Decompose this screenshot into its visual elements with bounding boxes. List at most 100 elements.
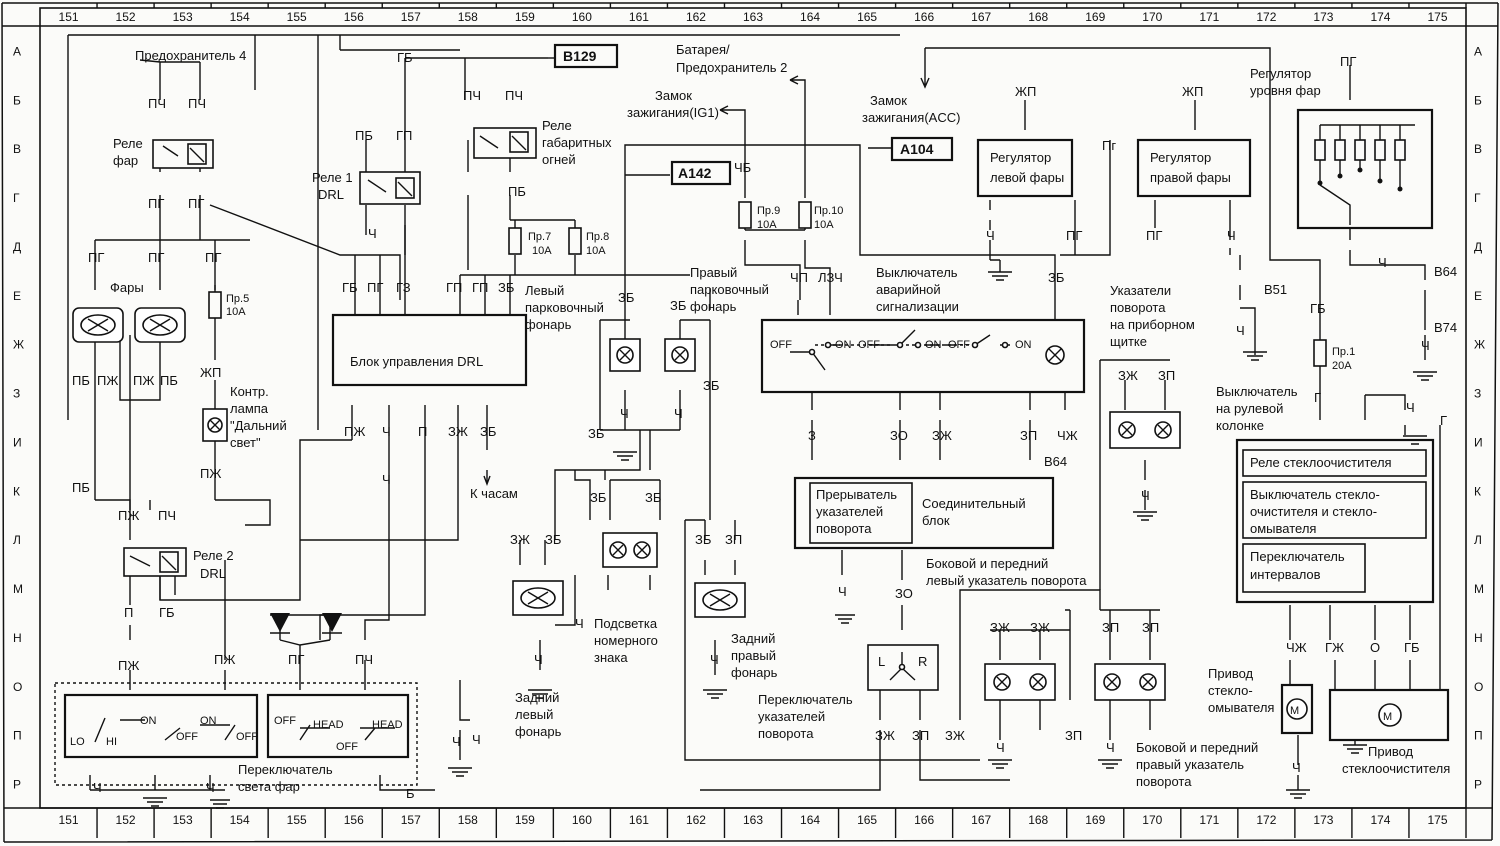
battery-label-2: Предохранитель 2: [676, 60, 787, 75]
wire-label: ЗБ: [588, 426, 604, 441]
left-reg-label-1: Регулятор: [990, 150, 1051, 165]
col-num-bottom: 168: [1028, 813, 1048, 827]
wire-label: Ч: [1236, 323, 1245, 338]
col-num-bottom: 163: [743, 813, 763, 827]
row-letter-right: Д: [1474, 240, 1482, 254]
left-headlamp-regulator: [976, 138, 1074, 198]
ground-symbols: [143, 271, 1437, 809]
wire-label: ЧП: [790, 270, 808, 285]
wiper-relay-label: Реле стеклоочистителя: [1250, 455, 1392, 470]
wire-label: Ч: [1406, 400, 1415, 415]
left-park-label-3: фонарь: [525, 317, 572, 332]
col-num-bottom: 162: [686, 813, 706, 827]
interval-switch-label-2: интервалов: [1250, 567, 1321, 582]
row-letter-left: К: [13, 484, 20, 498]
headlamp-relay-label-1: Реле: [113, 136, 143, 151]
row-letter-left: З: [13, 387, 20, 401]
col-num-top: 154: [230, 10, 250, 24]
col-num-top: 170: [1142, 10, 1162, 24]
wire-label: П: [124, 605, 133, 620]
wire-label: ЗБ: [590, 490, 606, 505]
wiper-motor-label-2: стеклоочистителя: [1342, 761, 1450, 776]
right-headlamp-regulator: [1136, 138, 1252, 198]
parking-relay-label-3: огней: [542, 152, 576, 167]
turn-switch-label-1: Переключатель: [758, 692, 853, 707]
right-turn-label-1: Боковой и передний: [1136, 740, 1258, 755]
mark-on-2: ON: [200, 715, 217, 727]
col-num-bottom: 161: [629, 813, 649, 827]
turn-switch-label-3: поворота: [758, 726, 814, 741]
row-letter-left: Д: [13, 240, 21, 254]
wire-label: ЗЖ: [990, 620, 1010, 635]
wire-label: ГЖ: [1325, 640, 1344, 655]
mark-haz-off-2: OFF: [858, 339, 880, 351]
wire-label: ПГ: [148, 196, 164, 211]
plate-light-label-2: номерного: [594, 633, 658, 648]
wire-label: ПГ: [1066, 228, 1082, 243]
turn-switch-label-2: указателей: [758, 709, 825, 724]
col-num-top: 156: [344, 10, 364, 24]
right-reg-label-2: правой фары: [1150, 170, 1231, 185]
col-num-top: 163: [743, 10, 763, 24]
mark-haz-on-3: ON: [1015, 339, 1032, 351]
highbeam-lamp-label-4: свет": [230, 435, 261, 450]
wire-label: ПЧ: [188, 96, 206, 111]
wire-label: ПЧ: [355, 652, 373, 667]
wiper-switch-label-1: Выключатель стекло-: [1250, 487, 1380, 502]
highbeam-lamp-label-2: лампа: [230, 401, 269, 416]
wire-label: ПГ: [288, 652, 304, 667]
relay1-drl-label-2: DRL: [318, 187, 344, 202]
cluster-turn-label-4: щитке: [1110, 334, 1147, 349]
mark-off-2: OFF: [236, 731, 258, 743]
wire-label: ГБ: [397, 50, 413, 65]
col-num-bottom: 156: [344, 813, 364, 827]
col-num-top: 157: [401, 10, 421, 24]
tag-a142-text: A142: [678, 165, 712, 181]
mark-haz-off-1: OFF: [770, 339, 792, 351]
ig1-label-2: зажигания(IG1): [627, 105, 719, 120]
column-switch-label-2: на рулевой: [1216, 401, 1283, 416]
wire-label: ЗП: [1065, 728, 1082, 743]
fuse9-label-2: 10А: [757, 219, 777, 231]
column-switch-label-3: колонке: [1216, 418, 1264, 433]
relay2-drl-label-1: Реле 2: [193, 548, 234, 563]
wiper-switch-label-3: омывателя: [1250, 521, 1316, 536]
wire-label: ПЖ: [133, 373, 154, 388]
mark-haz-on-2: ON: [925, 339, 942, 351]
fuse5-label-1: Пр.5: [226, 293, 249, 305]
wire-label: ГП: [446, 280, 462, 295]
wire-label: ПБ: [508, 184, 526, 199]
headlamp-switch-label-2: света фар: [238, 779, 300, 794]
right-turn-label-3: поворота: [1136, 774, 1192, 789]
wire-label: ЗБ: [670, 298, 686, 313]
wire-label: ПГ: [205, 250, 221, 265]
row-letter-left: Ж: [13, 338, 24, 352]
wire-label: ГЗ: [396, 280, 411, 295]
interval-switch-label-1: Переключатель: [1250, 549, 1345, 564]
row-letter-right: И: [1474, 435, 1483, 449]
left-park-label-2: парковочный: [525, 300, 604, 315]
svg-text:M: M: [1290, 705, 1299, 717]
mark-on-1: ON: [140, 715, 157, 727]
rear-right-label-1: Задний: [731, 631, 775, 646]
wire-label: ЗЖ: [1030, 620, 1050, 635]
col-num-bottom: 165: [857, 813, 877, 827]
wire-label: ПГ: [367, 280, 383, 295]
col-num-top: 175: [1427, 10, 1447, 24]
highbeam-lamp-label-3: "Дальний: [230, 418, 287, 433]
wire-label: ПГ: [148, 250, 164, 265]
wire-label: Ч: [534, 652, 543, 667]
mark-head-2: HEAD: [372, 719, 403, 731]
wire-label: Ч: [1292, 760, 1301, 775]
wire-label: ПБ: [72, 373, 90, 388]
mark-lo: LO: [70, 736, 85, 748]
col-num-top: 167: [971, 10, 991, 24]
wire-label: Ч: [93, 780, 102, 795]
wire-label: ПГ: [1340, 54, 1356, 69]
col-num-bottom: 173: [1313, 813, 1333, 827]
row-letter-right: М: [1474, 582, 1484, 596]
row-letter-right: П: [1474, 729, 1483, 743]
wire-label: ЗБ: [480, 424, 496, 439]
